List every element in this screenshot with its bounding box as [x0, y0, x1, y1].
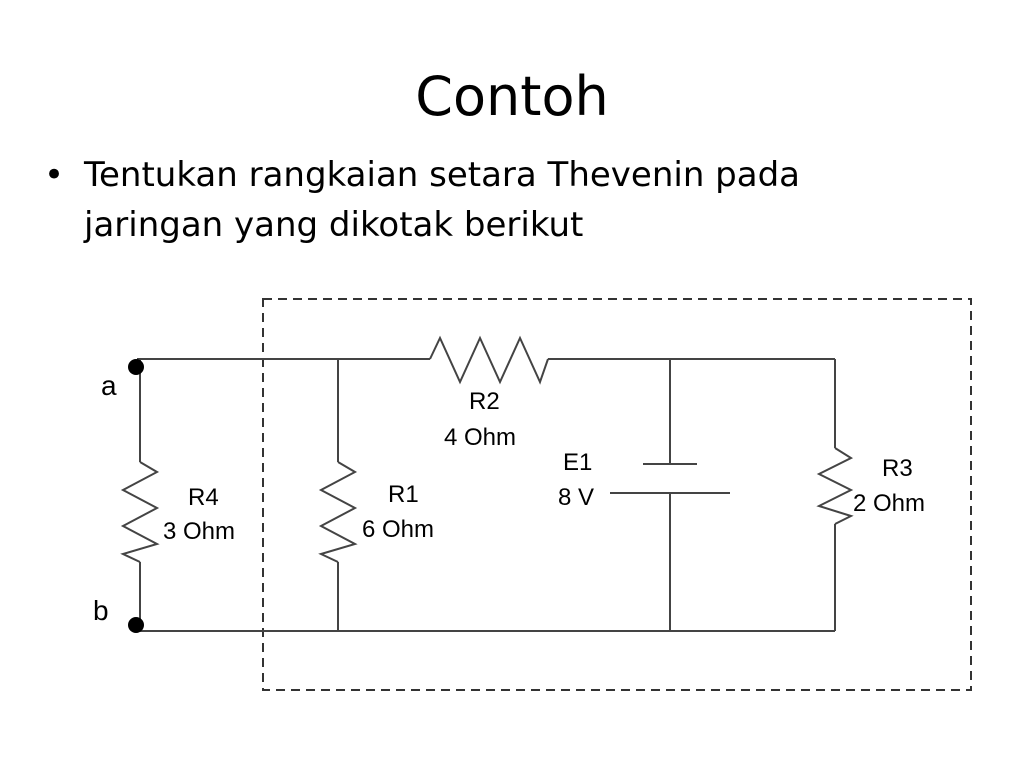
- bullet-list: • Tentukan rangkaian setara Thevenin pad…: [38, 150, 938, 250]
- thevenin-dashed-box: [262, 298, 972, 691]
- r1-resistor-symbol: [318, 461, 358, 563]
- r3-resistor-symbol: [816, 447, 854, 525]
- terminal-a-dot: [128, 359, 144, 375]
- r4-resistor-symbol: [120, 461, 160, 563]
- bullet-text-line-2: jaringan yang dikotak berikut: [84, 205, 584, 245]
- r4-value-label: 3 Ohm: [163, 518, 235, 545]
- r2-name-label: R2: [469, 388, 500, 415]
- e1-value-label: 8 V: [558, 484, 594, 511]
- r1-value-label: 6 Ohm: [362, 516, 434, 543]
- terminal-a-label: a: [101, 370, 117, 401]
- bullet-item: • Tentukan rangkaian setara Thevenin pad…: [38, 150, 938, 250]
- bullet-dot-icon: •: [44, 155, 65, 195]
- bullet-text-line-1: Tentukan rangkaian setara Thevenin pada: [84, 155, 801, 195]
- r2-resistor-symbol: [429, 335, 549, 385]
- r3-name-label: R3: [882, 455, 913, 482]
- r4-name-label: R4: [188, 484, 219, 511]
- r3-value-label: 2 Ohm: [853, 490, 925, 517]
- r2-value-label: 4 Ohm: [444, 424, 516, 451]
- terminal-b-label: b: [93, 595, 109, 626]
- e1-name-label: E1: [563, 449, 592, 476]
- terminal-b-dot: [128, 617, 144, 633]
- r1-name-label: R1: [388, 481, 419, 508]
- slide-title: Contoh: [415, 65, 609, 128]
